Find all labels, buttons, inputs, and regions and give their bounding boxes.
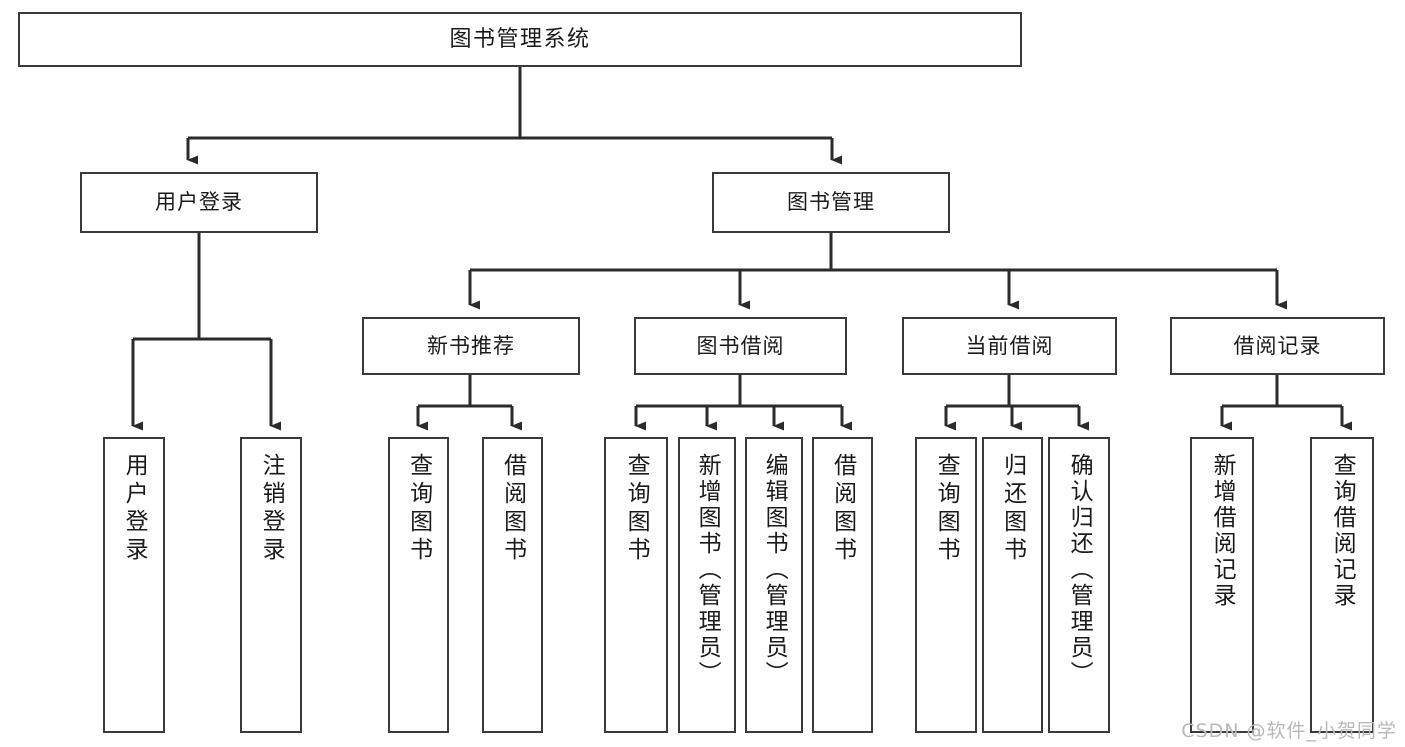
node-current-borrow-label: 当前借阅: [965, 333, 1054, 358]
node-leaf-borrow-book-1-label: 借阅图书: [499, 453, 526, 565]
node-leaf-query-record-label: 查询借阅记录: [1329, 453, 1356, 609]
node-leaf-logout[interactable]: 注销登录: [240, 437, 302, 733]
node-leaf-query-book-1-label: 查询图书: [405, 453, 432, 565]
node-leaf-query-book-3-label: 查询图书: [933, 453, 960, 565]
node-leaf-logout-label: 注销登录: [258, 453, 285, 565]
node-leaf-borrow-book-1[interactable]: 借阅图书: [482, 437, 543, 733]
csdn-watermark: CSDN @软件_小贺同学: [1181, 720, 1397, 742]
node-leaf-add-book-label: 新增图书（管理员）: [694, 453, 721, 687]
node-leaf-query-book-1[interactable]: 查询图书: [388, 437, 449, 733]
node-book-manage[interactable]: 图书管理: [712, 172, 950, 233]
node-leaf-user-login[interactable]: 用户登录: [103, 437, 165, 733]
node-book-borrow-label: 图书借阅: [696, 333, 785, 358]
node-leaf-query-book-2-label: 查询图书: [623, 453, 650, 565]
node-leaf-return-book-label: 归还图书: [999, 453, 1026, 565]
node-leaf-borrow-book-2[interactable]: 借阅图书: [812, 437, 873, 733]
node-new-book-rec-label: 新书推荐: [427, 333, 515, 358]
node-leaf-confirm-return[interactable]: 确认归还（管理员）: [1048, 437, 1110, 733]
node-user-login-label: 用户登录: [155, 190, 243, 215]
node-leaf-query-record[interactable]: 查询借阅记录: [1310, 437, 1374, 733]
node-root[interactable]: 图书管理系统: [18, 12, 1022, 67]
node-leaf-return-book[interactable]: 归还图书: [982, 437, 1043, 733]
node-leaf-user-login-label: 用户登录: [121, 453, 148, 565]
node-leaf-query-book-2[interactable]: 查询图书: [604, 437, 668, 733]
node-borrow-record[interactable]: 借阅记录: [1170, 317, 1385, 375]
node-book-manage-label: 图书管理: [787, 190, 875, 215]
node-leaf-add-book[interactable]: 新增图书（管理员）: [678, 437, 736, 733]
node-borrow-record-label: 借阅记录: [1233, 333, 1322, 358]
node-leaf-query-book-3[interactable]: 查询图书: [915, 437, 977, 733]
node-leaf-confirm-return-label: 确认归还（管理员）: [1066, 453, 1093, 687]
node-root-label: 图书管理系统: [449, 26, 591, 52]
node-leaf-borrow-book-2-label: 借阅图书: [829, 453, 856, 565]
node-leaf-edit-book[interactable]: 编辑图书（管理员）: [745, 437, 803, 733]
node-current-borrow[interactable]: 当前借阅: [902, 317, 1117, 375]
node-leaf-add-record[interactable]: 新增借阅记录: [1190, 437, 1254, 733]
node-new-book-rec[interactable]: 新书推荐: [362, 317, 580, 375]
node-leaf-edit-book-label: 编辑图书（管理员）: [761, 453, 788, 687]
node-user-login[interactable]: 用户登录: [80, 172, 318, 233]
node-book-borrow[interactable]: 图书借阅: [634, 317, 847, 375]
node-leaf-add-record-label: 新增借阅记录: [1209, 453, 1236, 609]
